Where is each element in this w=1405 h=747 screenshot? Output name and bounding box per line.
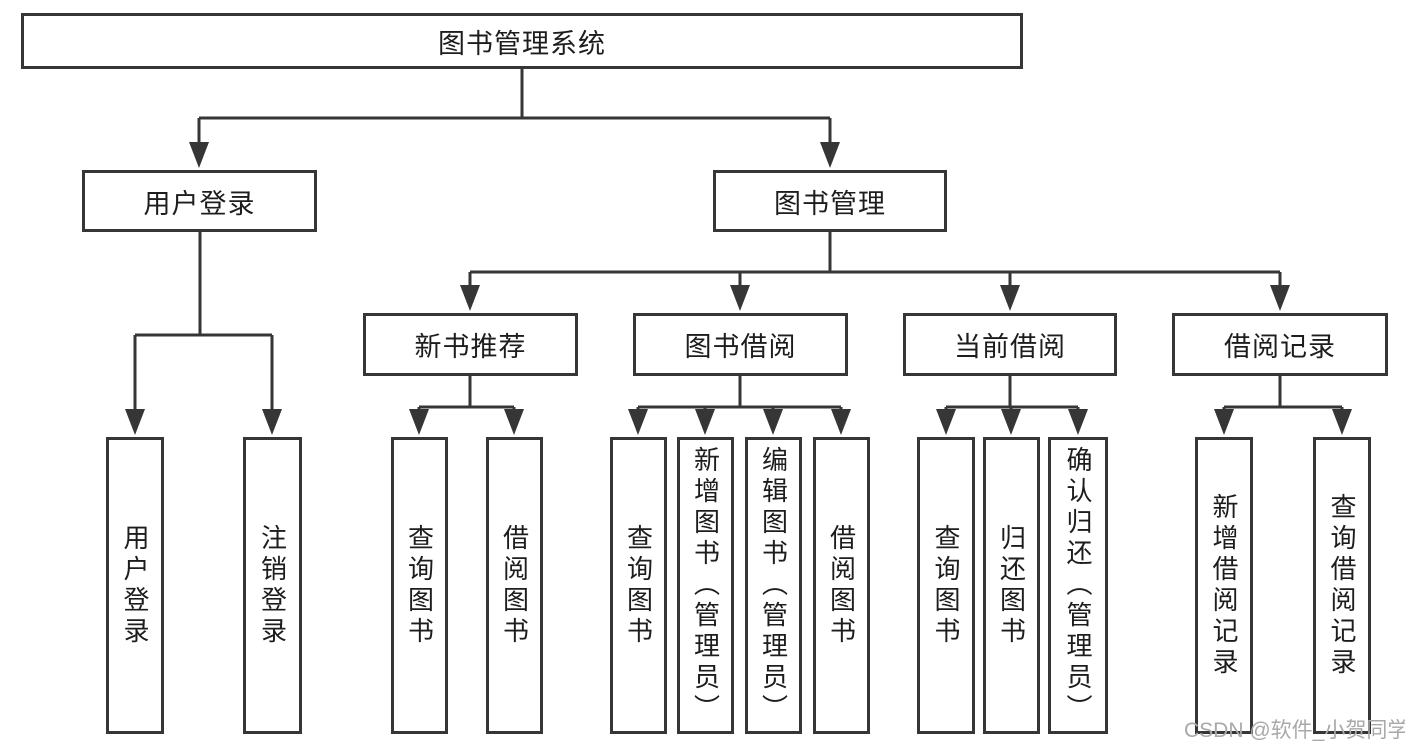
node-leaf-query-books-borrowing-label: 查询图书 <box>623 523 654 648</box>
node-leaf-borrow-books-borrowing-label: 借阅图书 <box>826 523 857 648</box>
node-leaf-confirm-return-admin: 确认归还（管理员） <box>1048 437 1108 734</box>
node-new-book-recommend-label: 新书推荐 <box>414 332 527 362</box>
node-leaf-query-books-borrowing: 查询图书 <box>610 437 667 734</box>
node-leaf-query-books-recommend-label: 查询图书 <box>404 523 435 648</box>
node-leaf-query-borrow-record: 查询借阅记录 <box>1313 437 1371 734</box>
node-current-borrowing-label: 当前借阅 <box>954 332 1066 362</box>
node-leaf-return-books: 归还图书 <box>983 437 1040 734</box>
node-leaf-logout: 注销登录 <box>243 437 302 734</box>
node-leaf-query-borrow-record-label: 查询借阅记录 <box>1327 492 1357 679</box>
node-leaf-borrow-books-borrowing: 借阅图书 <box>813 437 870 734</box>
node-leaf-return-books-label: 归还图书 <box>996 523 1027 648</box>
node-leaf-user-login-label: 用户登录 <box>120 523 150 648</box>
node-user-login-label: 用户登录 <box>143 188 256 219</box>
node-leaf-query-books-current-label: 查询图书 <box>931 523 961 648</box>
watermark: CSDN @软件_小贺同学 <box>1184 719 1405 742</box>
node-user-login: 用户登录 <box>82 170 317 232</box>
node-root-label: 图书管理系统 <box>438 28 606 59</box>
node-borrowing-records-label: 借阅记录 <box>1224 332 1336 362</box>
node-root: 图书管理系统 <box>21 13 1023 69</box>
node-leaf-borrow-books-recommend-label: 借阅图书 <box>499 523 530 648</box>
node-leaf-add-borrow-record-label: 新增借阅记录 <box>1209 492 1239 679</box>
node-current-borrowing: 当前借阅 <box>903 313 1117 376</box>
node-leaf-confirm-return-admin-label: 确认归还（管理员） <box>1063 446 1093 725</box>
node-leaf-add-borrow-record: 新增借阅记录 <box>1195 437 1253 734</box>
node-leaf-edit-books-admin-label: 编辑图书（管理员） <box>758 446 789 725</box>
node-book-borrowing: 图书借阅 <box>633 313 848 376</box>
node-leaf-query-books-recommend: 查询图书 <box>391 437 448 734</box>
node-borrowing-records: 借阅记录 <box>1172 313 1388 376</box>
node-leaf-user-login: 用户登录 <box>106 437 164 734</box>
node-book-management: 图书管理 <box>713 170 947 232</box>
node-new-book-recommend: 新书推荐 <box>363 313 578 376</box>
node-leaf-edit-books-admin: 编辑图书（管理员） <box>745 437 802 734</box>
node-book-borrowing-label: 图书借阅 <box>684 332 797 362</box>
node-leaf-logout-label: 注销登录 <box>257 523 288 648</box>
node-leaf-add-books-admin-label: 新增图书（管理员） <box>690 446 721 725</box>
node-leaf-borrow-books-recommend: 借阅图书 <box>486 437 543 734</box>
node-leaf-query-books-current: 查询图书 <box>917 437 975 734</box>
node-leaf-add-books-admin: 新增图书（管理员） <box>677 437 734 734</box>
node-book-management-label: 图书管理 <box>774 188 886 219</box>
